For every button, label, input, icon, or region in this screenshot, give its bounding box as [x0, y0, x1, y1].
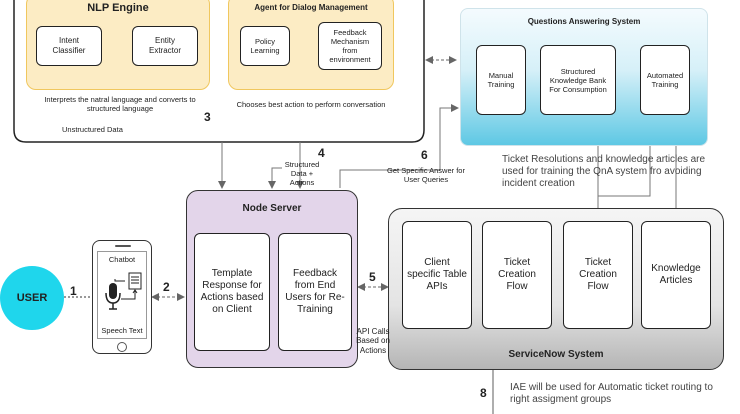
ticket-resolution-note: Ticket Resolutions and knowledge article…: [502, 154, 706, 189]
step-6-label: 6: [421, 148, 428, 162]
phone-caption: Speech Text: [101, 325, 143, 335]
knowledge-bank-box: Structured Knowledge Bank For Consumptio…: [540, 45, 616, 115]
automated-training-box: Automated Training: [640, 45, 690, 115]
intent-classifier-box: Intent Classifier: [36, 26, 102, 66]
phone-title: Chatbot: [108, 254, 136, 264]
qa-system-title: Questions Answering System: [527, 17, 641, 27]
ticket-creation-flow-box-2: Ticket Creation Flow: [563, 221, 633, 329]
nlp-engine-caption: Interprets the natral language and conve…: [44, 95, 196, 113]
user-avatar: USER: [0, 266, 64, 330]
servicenow-title: ServiceNow System: [508, 349, 604, 360]
unstructured-data-label: Unstructured Data: [62, 125, 123, 134]
dialog-agent-caption: Chooses best action to perform conversat…: [236, 99, 386, 109]
template-response-box: Template Response for Actions based on C…: [194, 233, 270, 351]
client-table-apis-box: Client specific Table APIs: [402, 221, 472, 329]
ticket-creation-flow-box-1: Ticket Creation Flow: [482, 221, 552, 329]
step6-arrow: [339, 104, 459, 188]
nlp-engine-title: NLP Engine: [87, 2, 149, 15]
api-calls-label: API Calls Based on Actions: [356, 326, 390, 355]
chatbot-phone: Chatbot Speech Text: [92, 240, 152, 354]
policy-learning-box: Policy Learning: [240, 26, 290, 66]
phone-speaker: [115, 245, 131, 247]
step-2-label: 2: [163, 280, 170, 294]
step-3-label: 3: [204, 110, 211, 124]
dialog-agent-title: Agent for Dialog Management: [254, 3, 368, 13]
step4-arrow-a: [268, 167, 282, 189]
specific-answer-label: Get Specific Answer for User Queries: [387, 166, 465, 184]
iae-note: IAE will be used for Automatic ticket ro…: [510, 382, 713, 405]
phone-screen: [97, 251, 147, 339]
step-5-label: 5: [369, 270, 376, 284]
entity-extractor-box: Entity Extractor: [132, 26, 198, 66]
step-4-label: 4: [318, 146, 325, 160]
node-server-title: Node Server: [242, 203, 302, 214]
feedback-end-users-box: Feedback from End Users for Re-Training: [278, 233, 352, 351]
structured-data-label: Structured Data + Actions: [284, 159, 320, 187]
manual-training-box: Manual Training: [476, 45, 526, 115]
microphone-icon: [105, 272, 142, 310]
phone-home-button: [117, 342, 127, 352]
feedback-mechanism-box: Feedback Mechanism from environment: [318, 22, 382, 70]
user-label: USER: [16, 292, 48, 304]
knowledge-articles-box: Knowledge Articles: [641, 221, 711, 329]
step-8-label: 8: [480, 386, 487, 400]
step-1-label: 1: [70, 284, 77, 298]
top-container-outline: [13, 0, 425, 143]
